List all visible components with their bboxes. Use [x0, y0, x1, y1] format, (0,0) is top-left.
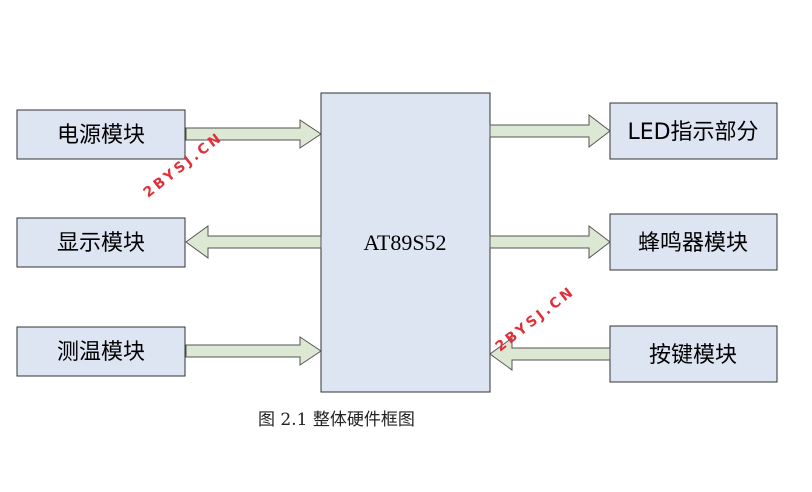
- arrow-mcu-to-display: [185, 225, 322, 259]
- block-keys-label: 按键模块: [649, 343, 737, 368]
- arrow-power-to-mcu: [185, 119, 322, 149]
- block-led-label: LED指示部分: [627, 120, 758, 145]
- block-led: LED指示部分: [609, 102, 778, 160]
- block-buzzer-label: 蜂鸣器模块: [638, 231, 748, 256]
- arrow-temp-to-mcu: [185, 336, 322, 366]
- block-mcu: AT89S52: [320, 92, 491, 393]
- block-power-label: 电源模块: [57, 123, 145, 148]
- arrow-mcu-to-led: [489, 113, 611, 149]
- figure-caption: 图 2.1 整体硬件框图: [258, 410, 415, 430]
- block-temp: 测温模块: [16, 326, 186, 377]
- block-power: 电源模块: [16, 109, 186, 160]
- watermark-text: 2BYSJ.CN: [493, 283, 579, 355]
- block-mcu-label: AT89S52: [363, 230, 446, 255]
- block-display-label: 显示模块: [57, 231, 145, 256]
- block-display: 显示模块: [16, 217, 186, 268]
- arrow-mcu-to-buzzer: [489, 224, 611, 260]
- block-keys: 按键模块: [609, 325, 778, 383]
- block-temp-label: 测温模块: [57, 340, 145, 365]
- block-buzzer: 蜂鸣器模块: [609, 213, 778, 271]
- arrow-keys-to-mcu: [489, 337, 611, 371]
